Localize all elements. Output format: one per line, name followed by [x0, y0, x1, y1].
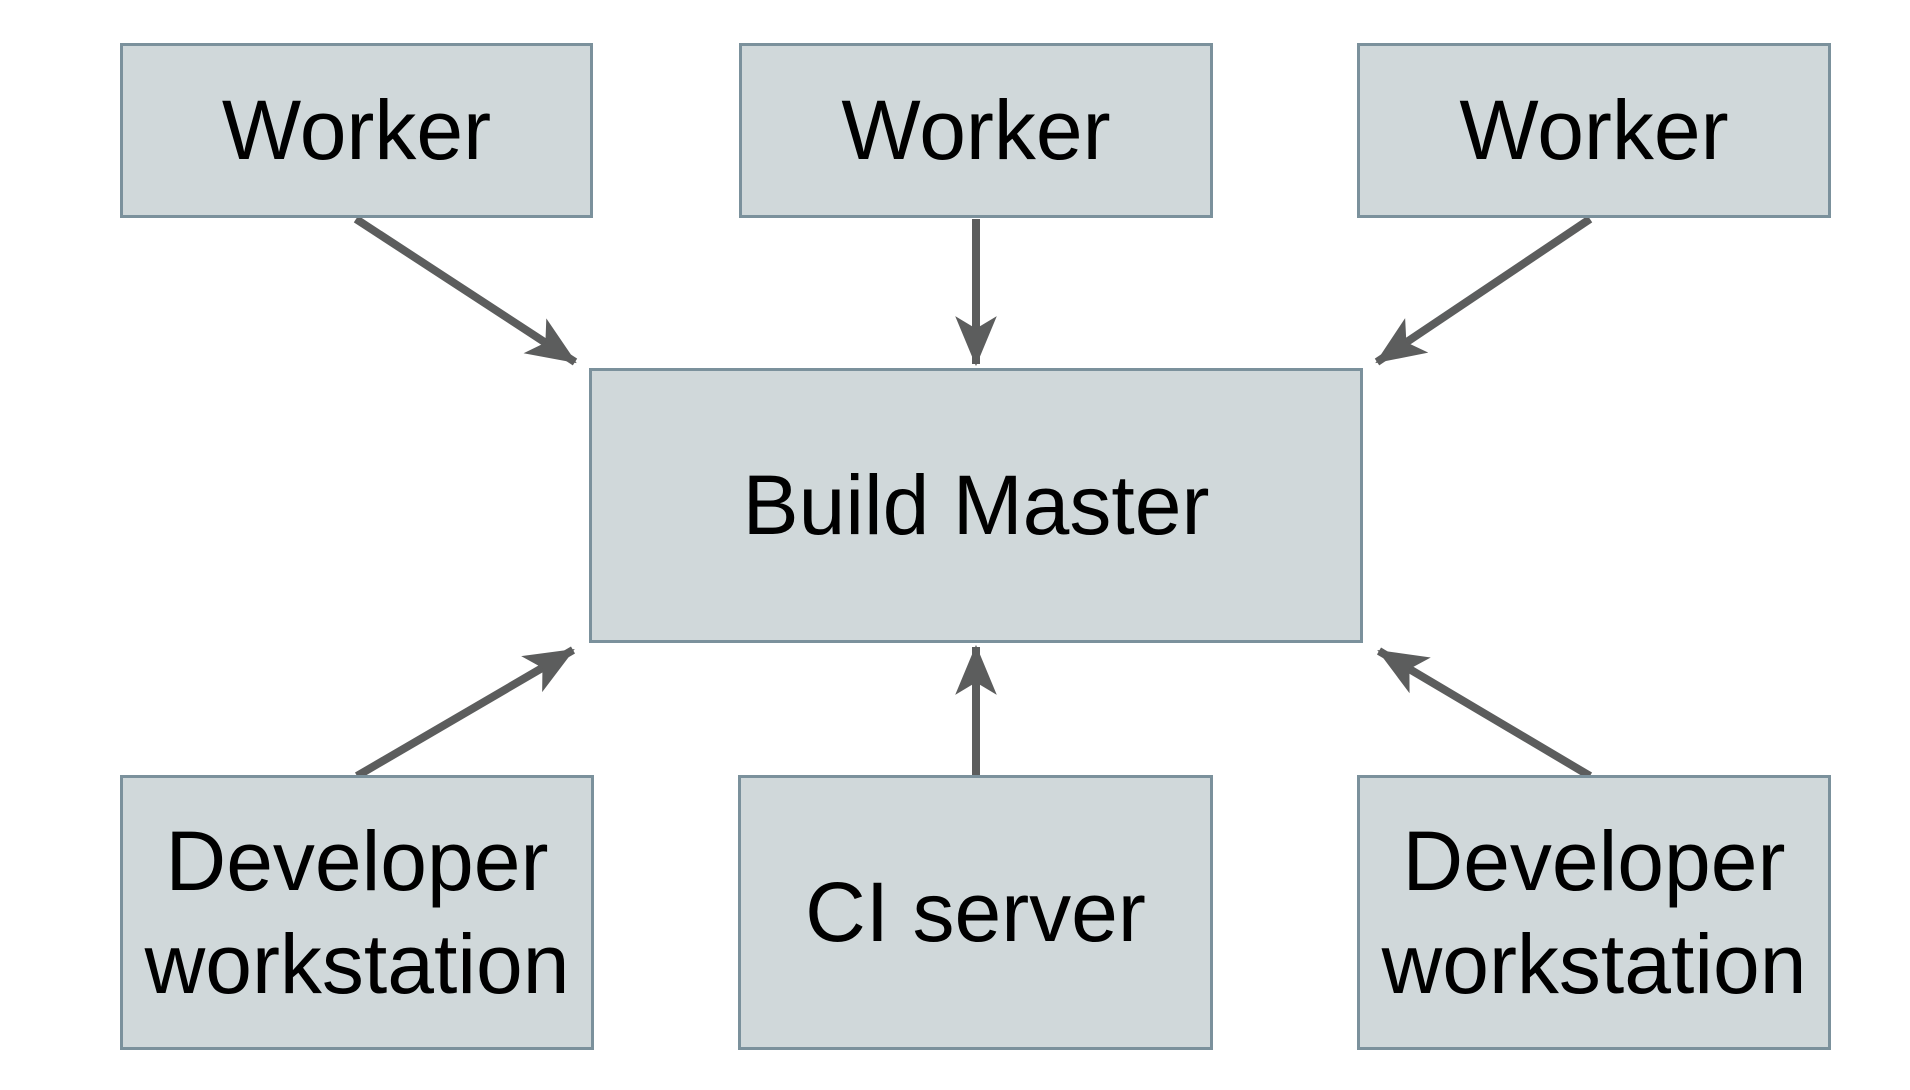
node-ci-server-label: CI server — [805, 865, 1146, 960]
node-worker-left: Worker — [120, 43, 593, 218]
node-dev-workstation-left-label: Developer workstation — [144, 814, 570, 1011]
node-dev-workstation-left: Developer workstation — [120, 775, 594, 1050]
node-dev-workstation-right-label: Developer workstation — [1381, 814, 1807, 1011]
node-build-master-label: Build Master — [742, 458, 1210, 553]
node-dev-workstation-right: Developer workstation — [1357, 775, 1831, 1050]
node-worker-right: Worker — [1357, 43, 1831, 218]
arrow-dev-workstation-left-to-build-master-icon — [354, 646, 576, 780]
node-ci-server: CI server — [738, 775, 1213, 1050]
node-worker-middle-label: Worker — [841, 83, 1111, 178]
node-worker-middle: Worker — [739, 43, 1213, 218]
arrow-worker-left-to-build-master-icon — [353, 215, 578, 366]
arrow-worker-right-to-build-master-icon — [1374, 215, 1593, 366]
arrow-dev-workstation-right-to-build-master-icon — [1376, 647, 1593, 780]
node-build-master: Build Master — [589, 368, 1363, 643]
node-worker-right-label: Worker — [1459, 83, 1729, 178]
node-worker-left-label: Worker — [221, 83, 492, 178]
